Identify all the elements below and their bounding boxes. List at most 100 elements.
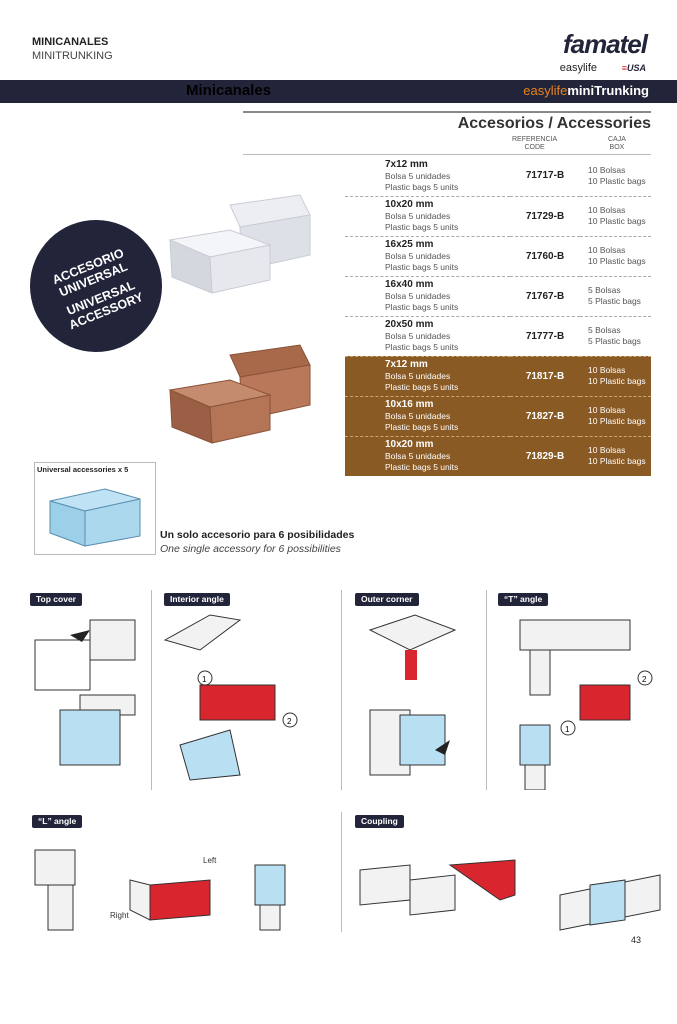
row-desc-es: Bolsa 5 unidades	[385, 170, 451, 181]
grey-accessory-image	[168, 194, 311, 294]
band-brand: easylifeminiTrunking	[523, 83, 649, 98]
band-title: Minicanales	[186, 82, 272, 99]
row-desc-es: Bolsa 5 unidades	[385, 411, 451, 421]
row-desc-en: Plastic bags 5 units	[385, 181, 459, 192]
row-size: 20x50 mm	[385, 319, 434, 330]
row-desc-en: Plastic bags 5 units	[385, 302, 459, 312]
label-top-cover: Top cover	[30, 593, 82, 606]
row-code: 71817-B	[510, 355, 580, 396]
row-code: 71827-B	[510, 395, 580, 436]
row-desc-es: Bolsa 5 unidades	[385, 291, 451, 301]
row-size: 16x25 mm	[385, 239, 434, 250]
row-code: 71717-B	[525, 170, 565, 182]
row-desc-en: Plastic bags 5 units	[385, 342, 459, 352]
page-number: 43	[631, 935, 642, 945]
coupling-illustration	[359, 859, 661, 931]
brand-usa: ≡USA	[621, 63, 646, 73]
row-desc-es: Bolsa 5 unidades	[385, 331, 451, 341]
row-size: 7x12 mm	[385, 359, 428, 370]
brown-accessory-image	[168, 344, 311, 444]
section-band: Minicanales easylifeminiTrunking	[0, 80, 677, 103]
label-interior-angle: Interior angle	[164, 593, 230, 606]
step-2: 2	[642, 675, 647, 684]
row-size: 16x40 mm	[385, 279, 434, 290]
annotation-left: Left	[203, 856, 217, 865]
row-desc-en: Plastic bags 5 units	[385, 262, 459, 272]
caption-es: Un solo accesorio para 6 posibilidades	[160, 529, 355, 541]
t-angle-illustration: 2 1	[519, 619, 653, 790]
universal-label: Universal accessories x 5	[37, 465, 129, 474]
annotation-right: Right	[110, 911, 129, 920]
row-size: 10x20 mm	[385, 199, 434, 210]
step-1: 1	[202, 675, 207, 684]
row-code: 71767-B	[510, 275, 580, 316]
brand-logo: famatel	[562, 29, 648, 59]
brand-sub: easylife	[559, 62, 597, 74]
row-code: 71760-B	[510, 235, 580, 276]
label-outer-corner: Outer corner	[355, 593, 419, 606]
row-desc-en: Plastic bags 5 units	[385, 222, 459, 232]
divider	[486, 590, 487, 790]
step-2: 2	[287, 717, 292, 726]
l-angle-illustration	[34, 849, 286, 931]
row-desc-es: Bolsa 5 unidades	[385, 211, 451, 221]
row-size: 7x12 mm	[385, 158, 428, 170]
divider	[341, 812, 342, 932]
caption-en: One single accessory for 6 possibilities	[160, 543, 341, 555]
row-size: 10x20 mm	[385, 439, 434, 451]
category-subtitle: MINITRUNKING	[32, 50, 113, 62]
row-code: 71777-B	[510, 315, 580, 356]
row-code: 71829-B	[510, 435, 580, 476]
label-coupling: Coupling	[355, 815, 404, 828]
row-desc-en: Plastic bags 5 units	[385, 422, 459, 432]
row-desc-en: Plastic bags 5 units	[385, 382, 459, 392]
divider	[341, 590, 342, 790]
row-code: 71729-B	[510, 195, 580, 236]
interior-angle-illustration: 1 2	[163, 614, 298, 781]
outer-corner-illustration	[368, 614, 457, 776]
step-1: 1	[565, 725, 570, 734]
divider	[243, 154, 651, 155]
universal-accessory-box	[34, 462, 156, 555]
blue-accessory-image	[49, 488, 141, 547]
row-desc-es: Bolsa 5 unidades	[385, 451, 451, 462]
row-desc-es: Bolsa 5 unidades	[385, 371, 451, 381]
divider	[151, 590, 152, 790]
row-desc-es: Bolsa 5 unidades	[385, 251, 451, 261]
category-title: MINICANALES	[32, 36, 109, 48]
divider	[243, 111, 651, 113]
top-cover-illustration	[34, 619, 136, 766]
section-title: Accesorios / Accessories	[457, 115, 651, 132]
row-desc-en: Plastic bags 5 units	[385, 462, 459, 473]
row-size: 10x16 mm	[385, 399, 434, 410]
label-t-angle: “T” angle	[498, 593, 549, 606]
